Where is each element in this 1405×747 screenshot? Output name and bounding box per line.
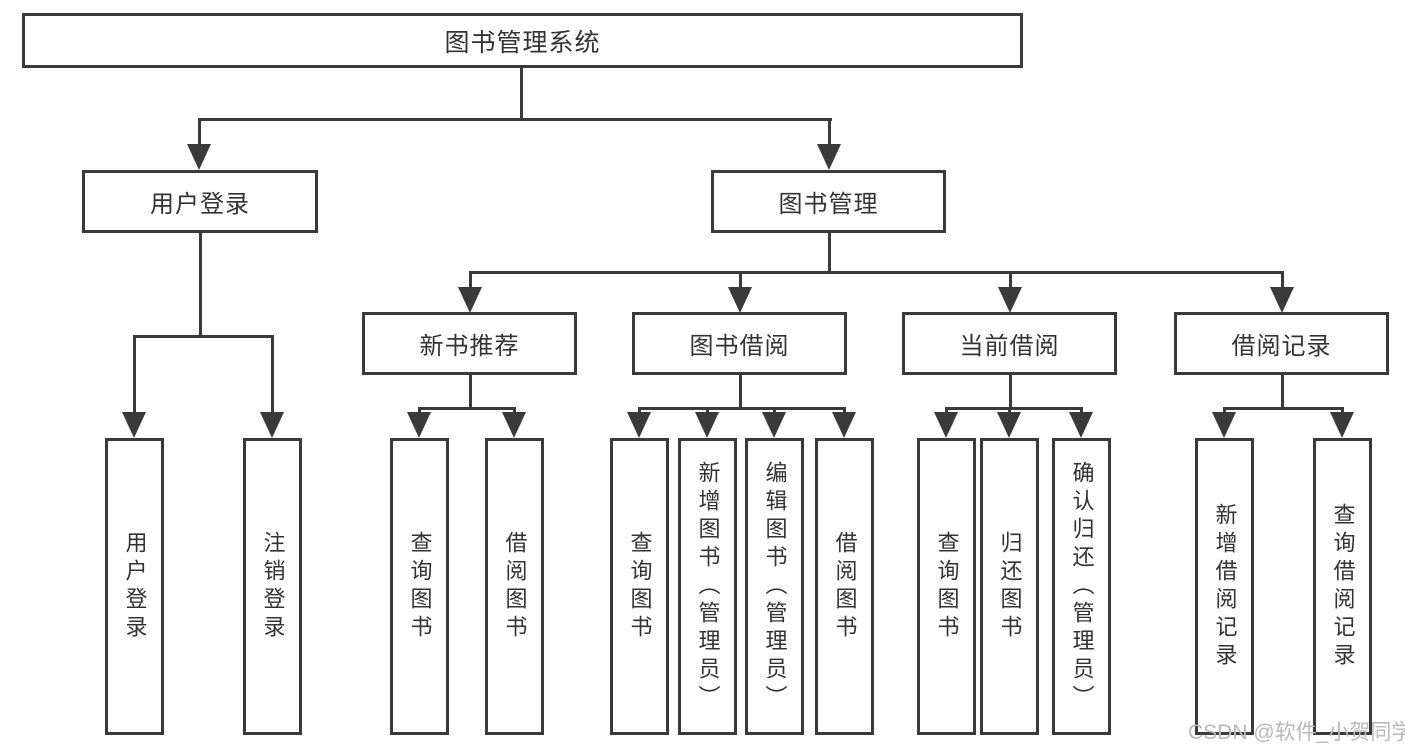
arrowhead-icon [1069, 412, 1093, 438]
leaf-label: 借阅图书 [502, 530, 528, 643]
leaf-confirm-return-admin: 确认归还（管理员） [1052, 438, 1111, 735]
leaf-label: 借阅图书 [832, 530, 858, 643]
leaf-query-books-2: 查询图书 [610, 438, 669, 735]
arrowhead-icon [728, 287, 752, 313]
node-user-login: 用户登录 [82, 170, 318, 233]
leaf-query-borrow-record: 查询借阅记录 [1313, 438, 1372, 735]
leaf-edit-books-admin: 编辑图书（管理员） [745, 438, 804, 735]
node-borrow-records-label: 借阅记录 [1231, 333, 1332, 360]
node-book-mgmt-label: 图书管理 [778, 191, 879, 218]
connector-book-mgmt-rail [469, 271, 1283, 274]
arrowhead-icon [695, 412, 719, 438]
arrowhead-icon [1330, 412, 1354, 438]
leaf-user-login: 用户登录 [105, 438, 164, 735]
connector-drop [739, 271, 742, 293]
connector-drop-book-mgmt [828, 118, 831, 148]
connector-user-login-stem [199, 233, 202, 335]
connector-new-books-rail [418, 407, 516, 410]
leaf-label: 查询图书 [627, 530, 653, 643]
arrowhead-icon [502, 412, 526, 438]
leaf-label: 新增借阅记录 [1212, 502, 1238, 671]
connector-drop [271, 335, 274, 417]
connector-root-stem [520, 68, 523, 118]
connector-drop [133, 335, 136, 417]
node-borrow-records: 借阅记录 [1174, 312, 1389, 375]
connector-current-borrow-stem [1009, 375, 1012, 409]
leaf-label: 查询图书 [407, 530, 433, 643]
connector-drop [1281, 271, 1284, 293]
connector-borrow-records-stem [1281, 375, 1284, 409]
arrowhead-icon [260, 412, 284, 438]
leaf-return-books: 归还图书 [980, 438, 1039, 735]
arrowhead-icon [762, 412, 786, 438]
arrowhead-icon [998, 287, 1022, 313]
node-root: 图书管理系统 [22, 13, 1023, 68]
node-book-mgmt: 图书管理 [711, 170, 946, 233]
arrowhead-icon [1212, 412, 1236, 438]
arrowhead-icon [122, 412, 146, 438]
leaf-borrow-books-1: 借阅图书 [485, 438, 544, 735]
node-current-borrow-label: 当前借阅 [959, 333, 1060, 360]
leaf-label: 归还图书 [997, 530, 1023, 643]
leaf-label: 查询图书 [934, 530, 960, 643]
node-user-login-label: 用户登录 [150, 191, 250, 218]
leaf-query-books-3: 查询图书 [917, 438, 976, 735]
leaf-add-borrow-record: 新增借阅记录 [1195, 438, 1254, 735]
csdn-watermark: CSDN @软件_小贺同学 [1188, 721, 1405, 744]
arrowhead-icon [407, 412, 431, 438]
leaf-label: 新增图书（管理员） [695, 460, 721, 713]
connector-borrow-records-rail [1223, 407, 1344, 410]
node-book-borrow-label: 图书借阅 [689, 333, 790, 360]
leaf-logout: 注销登录 [243, 438, 302, 735]
arrowhead-icon [187, 144, 211, 170]
arrowhead-icon [627, 412, 651, 438]
arrowhead-icon [997, 412, 1021, 438]
connector-user-login-rail [133, 335, 274, 338]
connector-book-borrow-stem [739, 375, 742, 409]
leaf-borrow-books-2: 借阅图书 [815, 438, 874, 735]
connector-book-borrow-rail [638, 407, 846, 410]
leaf-label: 查询借阅记录 [1330, 502, 1356, 671]
arrowhead-icon [1270, 287, 1294, 313]
connector-drop [1009, 271, 1012, 293]
arrowhead-icon [817, 144, 841, 170]
connector-drop [469, 271, 472, 293]
arrowhead-icon [458, 287, 482, 313]
connector-new-books-stem [469, 375, 472, 409]
leaf-label: 用户登录 [122, 530, 148, 643]
leaf-query-books-1: 查询图书 [390, 438, 449, 735]
leaf-label: 编辑图书（管理员） [762, 460, 788, 713]
connector-root-rail [198, 118, 832, 121]
node-new-books-label: 新书推荐 [419, 333, 520, 360]
node-book-borrow: 图书借阅 [632, 312, 847, 375]
leaf-label: 注销登录 [260, 530, 286, 643]
leaf-add-books-admin: 新增图书（管理员） [678, 438, 737, 735]
connector-current-borrow-rail [945, 407, 1083, 410]
node-root-label: 图书管理系统 [444, 28, 601, 57]
connector-drop-user-login [198, 118, 201, 148]
connector-book-mgmt-stem [828, 233, 831, 273]
node-current-borrow: 当前借阅 [902, 312, 1117, 375]
node-new-books: 新书推荐 [362, 312, 577, 375]
leaf-label: 确认归还（管理员） [1069, 460, 1095, 713]
arrowhead-icon [934, 412, 958, 438]
arrowhead-icon [832, 412, 856, 438]
